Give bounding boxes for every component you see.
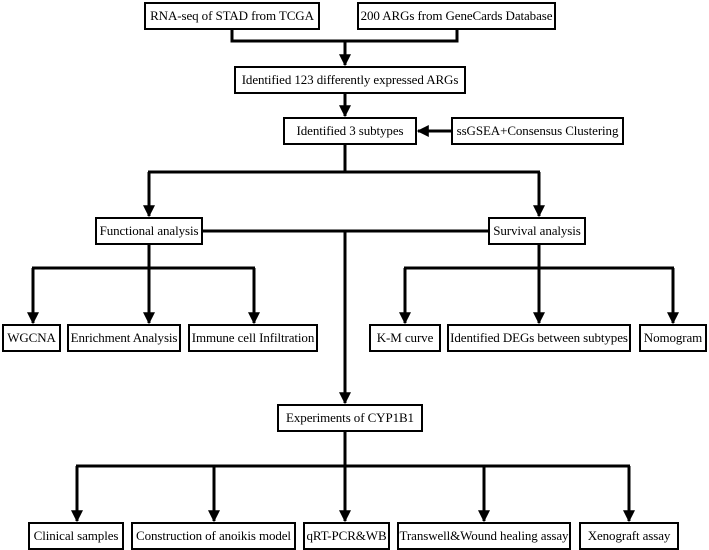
- node-enrichment-analysis: Enrichment Analysis: [67, 324, 181, 352]
- node-qrt-pcr-wb: qRT-PCR&WB: [303, 522, 390, 550]
- node-wgcna: WGCNA: [2, 324, 61, 352]
- node-rna-seq-tcga: RNA-seq of STAD from TCGA: [144, 2, 320, 30]
- node-subtypes: Identified 3 subtypes: [283, 117, 417, 145]
- node-anoikis-model: Construction of anoikis model: [131, 522, 296, 550]
- node-degs-between-subtypes: Identified DEGs between subtypes: [447, 324, 631, 352]
- node-transwell-wound: Transwell&Wound healing assay: [397, 522, 571, 550]
- node-immune-infiltration: Immune cell Infiltration: [188, 324, 318, 352]
- connector-tcga-to-merge: [230, 30, 345, 43]
- node-ssgsea-clustering: ssGSEA+Consensus Clustering: [451, 117, 624, 145]
- node-km-curve: K-M curve: [369, 324, 441, 352]
- node-functional-analysis: Functional analysis: [95, 217, 203, 245]
- node-clinical-samples: Clinical samples: [28, 522, 124, 550]
- node-identified-args: Identified 123 differently expressed ARG…: [234, 66, 466, 94]
- node-experiments-cyp1b1: Experiments of CYP1B1: [277, 404, 423, 432]
- connector-genecards-to-merge: [345, 30, 459, 43]
- node-args-genecards: 200 ARGs from GeneCards Database: [357, 2, 556, 30]
- node-nomogram: Nomogram: [639, 324, 707, 352]
- node-survival-analysis: Survival analysis: [488, 217, 586, 245]
- node-xenograft-assay: Xenograft assay: [579, 522, 679, 550]
